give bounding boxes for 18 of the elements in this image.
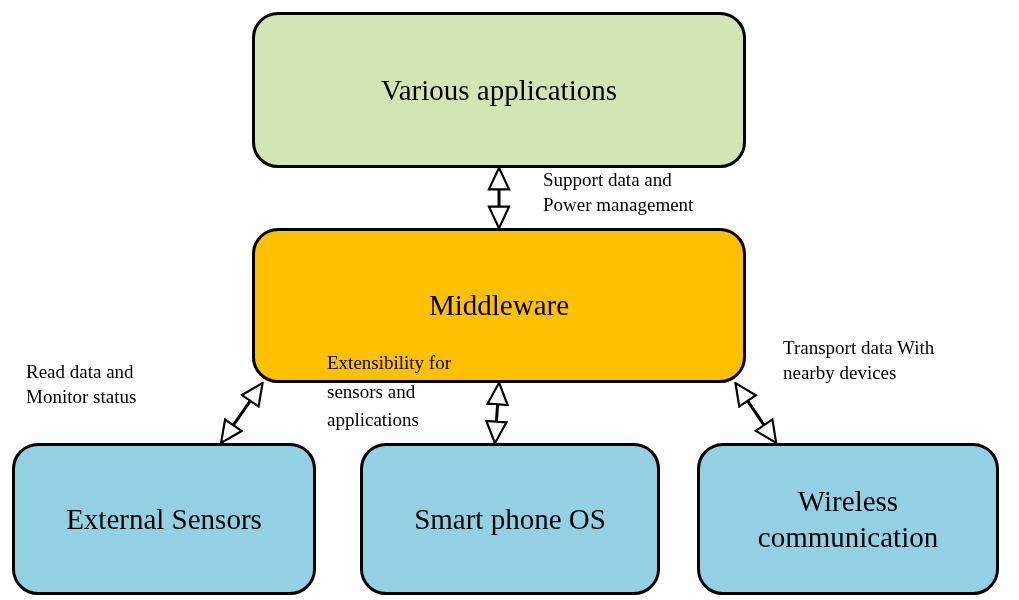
double-arrow [487, 166, 511, 230]
box-label: Middleware [428, 288, 570, 324]
rounded-box [252, 12, 746, 168]
rounded-box [360, 443, 660, 595]
rounded-box [252, 228, 746, 383]
box-label: External Sensors [66, 501, 262, 537]
edge-label: Read data and Monitor status [26, 360, 138, 409]
edge-label: Transport data With nearby devices [783, 336, 936, 385]
box-label: Various applications [381, 72, 617, 108]
edge-label: Support data and Power management [543, 168, 695, 217]
rounded-box [12, 443, 316, 595]
double-arrow [220, 381, 264, 445]
box-label: Smart phone OS [414, 501, 606, 537]
rounded-box [697, 443, 999, 595]
double-arrow [734, 381, 778, 445]
box-label: Wireless communication [756, 483, 940, 555]
edge-label: Extensibility for sensors and applications [327, 351, 452, 432]
double-arrow [485, 381, 509, 445]
